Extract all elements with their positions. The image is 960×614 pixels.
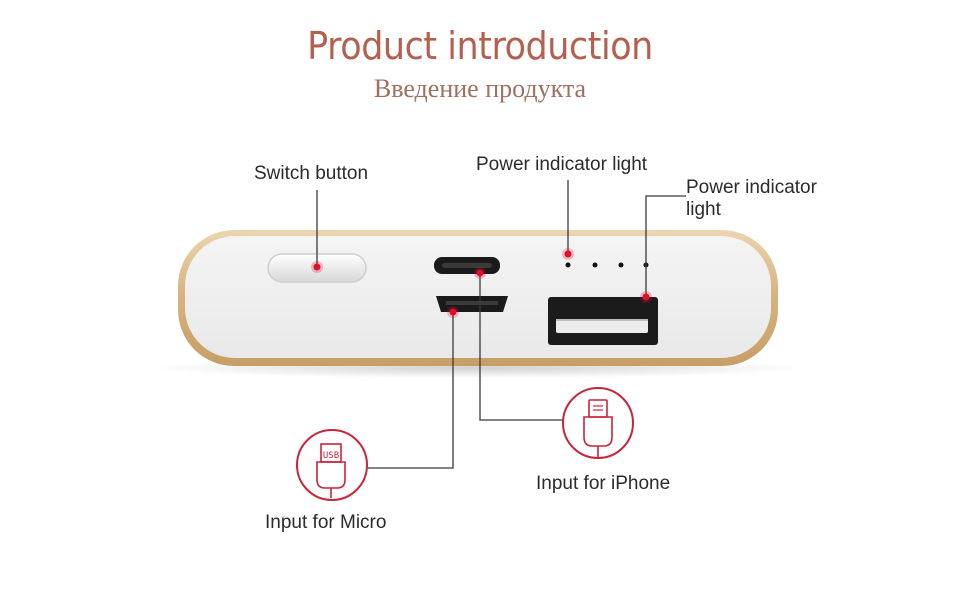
power-indicator-top-label: Power indicator light xyxy=(476,154,648,175)
svg-text:USB: USB xyxy=(323,451,339,461)
leader-lines xyxy=(316,180,686,469)
indicator-dot-2 xyxy=(592,262,598,268)
indicator-dot-1 xyxy=(565,262,571,268)
hotspot-dots xyxy=(311,248,652,318)
switch-button-label: Switch button xyxy=(254,163,369,184)
page-subtitle: Введение продукта xyxy=(373,74,587,103)
lightning-cable-icon xyxy=(562,387,634,459)
usb-cable-icon: USB xyxy=(296,429,368,501)
page-title: Product introduction xyxy=(307,24,653,68)
indicator-dot-3 xyxy=(618,262,624,268)
power-indicator-right-label-line2: light xyxy=(686,199,721,220)
input-iphone-label: Input for iPhone xyxy=(536,473,671,494)
power-indicator-right-label-line1: Power indicator xyxy=(686,177,817,198)
input-micro-label: Input for Micro xyxy=(265,512,387,533)
